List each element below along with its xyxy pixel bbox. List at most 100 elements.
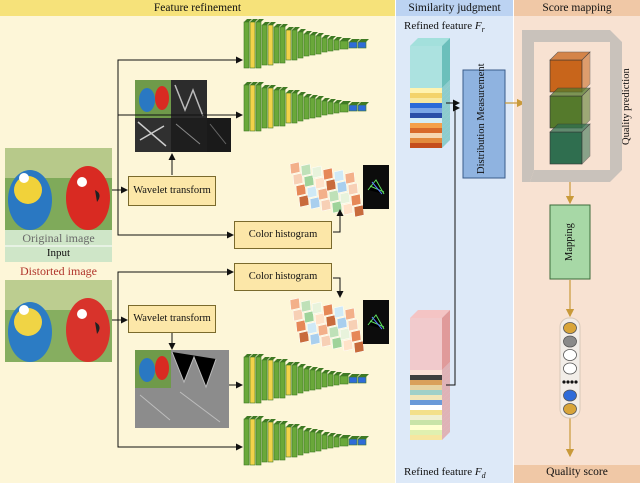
histogram-tile bbox=[311, 301, 323, 315]
cnn-slab bbox=[261, 87, 268, 129]
cnn-slab bbox=[315, 98, 322, 118]
cnn-slab bbox=[279, 423, 286, 461]
cnn-block-4 bbox=[243, 416, 369, 466]
cnn-slab bbox=[261, 421, 268, 463]
cnn-slab-top bbox=[310, 32, 318, 35]
cnn-slab bbox=[267, 359, 274, 401]
cnn-slab-top bbox=[274, 24, 282, 27]
node-icon bbox=[563, 322, 577, 334]
cnn-slab-top bbox=[304, 366, 312, 369]
cnn-slab bbox=[339, 437, 349, 447]
histogram-tile bbox=[300, 163, 312, 177]
cnn-slab-top bbox=[328, 433, 336, 436]
cnn-slab-top bbox=[322, 98, 330, 101]
cnn-slab bbox=[333, 102, 340, 114]
cnn-slab-top bbox=[316, 33, 324, 36]
stack-band-side bbox=[442, 80, 450, 93]
cnn-slab-top bbox=[304, 31, 312, 34]
cnn-slab-top bbox=[292, 362, 300, 365]
mapping-box bbox=[549, 204, 591, 280]
cnn-slab-top bbox=[304, 94, 312, 97]
cnn-slab-top bbox=[262, 419, 270, 422]
histogram-tile bbox=[322, 303, 334, 317]
histogram-plot-top bbox=[363, 165, 389, 209]
cnn-slab-top bbox=[268, 419, 276, 422]
cnn-slab bbox=[255, 356, 262, 404]
stack-band bbox=[410, 108, 442, 113]
quality-score-label: Quality score bbox=[546, 466, 608, 478]
stack-band-side bbox=[442, 427, 450, 440]
node-dot bbox=[570, 380, 574, 384]
stack-band-side bbox=[442, 130, 450, 143]
output-nodes bbox=[562, 322, 578, 415]
histogram-tile bbox=[298, 330, 310, 344]
cnn-slab-top bbox=[316, 368, 324, 371]
cnn-slab-top bbox=[286, 27, 294, 30]
stack-band-side bbox=[442, 372, 450, 385]
cnn-slab-top bbox=[286, 424, 294, 427]
cnn-slab bbox=[267, 421, 274, 463]
node-icon bbox=[563, 349, 577, 361]
histogram-tile bbox=[328, 325, 340, 339]
histogram-tile bbox=[298, 194, 310, 208]
cnn-slab-top bbox=[244, 354, 252, 357]
stack-band-side bbox=[442, 417, 450, 430]
stack-band-side bbox=[442, 397, 450, 410]
cnn-slab-top bbox=[349, 39, 360, 42]
cnn-slab bbox=[357, 41, 367, 49]
histogram-tile bbox=[303, 310, 315, 324]
stack-band bbox=[410, 118, 442, 123]
stack-top bbox=[410, 310, 450, 318]
node-icon bbox=[563, 403, 577, 415]
score-mapping-header-bg bbox=[514, 0, 640, 16]
color-histogram-box-bottom: Color histogram bbox=[234, 263, 332, 291]
cnn-slab bbox=[279, 26, 286, 64]
stack-band-side bbox=[442, 402, 450, 415]
header-score-mapping: Score mapping bbox=[542, 2, 612, 14]
cnn-slab-top bbox=[262, 85, 270, 88]
node-dot bbox=[566, 380, 570, 384]
cnn-slab-top bbox=[274, 421, 282, 424]
cnn-slab-top bbox=[298, 29, 306, 32]
stack-band bbox=[410, 370, 442, 375]
cnn-slab-top bbox=[292, 90, 300, 93]
stack-band bbox=[410, 380, 442, 385]
stack-band-side bbox=[442, 90, 450, 103]
stack-band-side bbox=[442, 412, 450, 425]
cnn-slab-top bbox=[340, 101, 351, 104]
stack-band bbox=[410, 415, 442, 420]
histogram-tile bbox=[306, 185, 318, 199]
cnn-slab-top bbox=[250, 416, 258, 419]
cnn-slab-top bbox=[358, 374, 369, 377]
cnn-slab-top bbox=[268, 85, 276, 88]
cnn-slab bbox=[315, 35, 322, 55]
histogram-tile bbox=[347, 182, 359, 196]
histogram-tile bbox=[314, 176, 326, 190]
cnn-slab-top bbox=[280, 24, 288, 27]
stack-band bbox=[410, 138, 442, 143]
cnn-slab bbox=[333, 39, 340, 51]
stack-side bbox=[442, 38, 450, 88]
cnn-slab-top bbox=[292, 424, 300, 427]
cnn-slab-top bbox=[244, 19, 252, 22]
cnn-slab bbox=[291, 426, 298, 458]
cnn-slab bbox=[267, 87, 274, 129]
stack-band-side bbox=[442, 110, 450, 123]
node-icon bbox=[563, 335, 577, 348]
refined-feature-d-symbol: F bbox=[474, 466, 482, 478]
histogram-tile bbox=[292, 308, 304, 322]
distorted-image bbox=[5, 280, 112, 362]
stack-band bbox=[410, 88, 442, 93]
cnn-slab bbox=[339, 375, 349, 385]
cube-icon bbox=[549, 59, 583, 93]
stack-band bbox=[410, 395, 442, 400]
histogram-tile bbox=[317, 323, 329, 337]
stack-band-side bbox=[442, 407, 450, 420]
cnn-slab bbox=[291, 92, 298, 124]
cnn-slab-top bbox=[274, 359, 282, 362]
stack-band bbox=[410, 425, 442, 430]
cube-icon bbox=[549, 95, 583, 129]
similarity-judgment-header-bg bbox=[396, 0, 513, 16]
cnn-slab-top bbox=[334, 434, 342, 437]
